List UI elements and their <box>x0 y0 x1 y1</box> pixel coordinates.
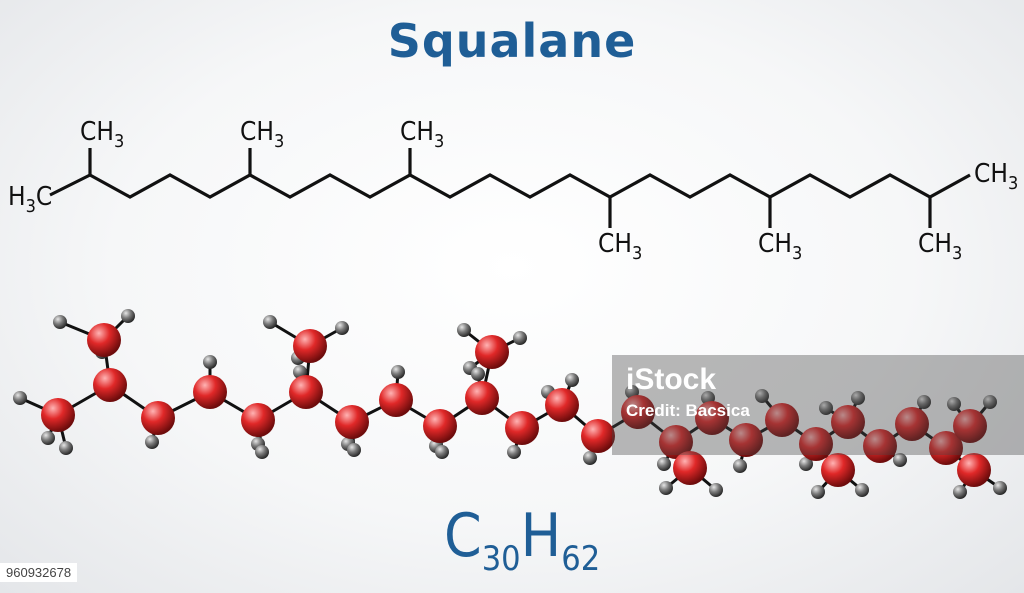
carbon-atom <box>241 403 275 437</box>
hydrogen-atom <box>471 367 485 381</box>
methyl-label-bottom-2: CH3 <box>758 229 802 264</box>
hydrogen-atom <box>851 391 865 405</box>
hydrogen-atom <box>565 373 579 387</box>
watermark-credit: Credit: Bacsica <box>626 401 750 420</box>
hydrogen-atom <box>709 483 723 497</box>
carbon-atom <box>293 329 327 363</box>
hydrogen-atom <box>983 395 997 409</box>
carbon-atom <box>929 431 963 465</box>
methyl-label-bottom-1: CH3 <box>598 229 642 264</box>
page-title: Squalane <box>387 14 637 68</box>
hydrogen-atom <box>203 355 217 369</box>
methyl-label-top-3: CH3 <box>400 117 444 152</box>
carbon-atom <box>695 401 729 435</box>
hydrogen-atom <box>507 445 521 459</box>
hydrogen-atom <box>391 365 405 379</box>
carbon-atom <box>193 375 227 409</box>
hydrogen-atom <box>811 485 825 499</box>
carbon-atom <box>581 419 615 453</box>
carbon-atom <box>821 453 855 487</box>
methyl-label-top-2: CH3 <box>240 117 284 152</box>
hydrogen-atom <box>335 321 349 335</box>
carbon-atom <box>465 381 499 415</box>
methyl-subscript: 3 <box>26 196 36 217</box>
methyl-subscript: 3 <box>632 243 642 264</box>
carbon-atom <box>895 407 929 441</box>
methyl-subscript: 3 <box>1008 173 1018 194</box>
carbon-atom <box>505 411 539 445</box>
methyl-label-left-terminal: H3C <box>8 182 52 217</box>
hydrogen-atom <box>435 445 449 459</box>
carbon-atom <box>673 451 707 485</box>
hydrogen-atom <box>59 441 73 455</box>
formula-count-carbon: 30 <box>482 539 521 579</box>
formula-count-hydrogen: 62 <box>561 539 600 579</box>
carbon-atom <box>289 375 323 409</box>
methyl-subscript: 3 <box>114 131 124 152</box>
hydrogen-atom <box>347 443 361 457</box>
molecular-formula: C30H62 <box>444 501 600 579</box>
hydrogen-atom <box>13 391 27 405</box>
hydrogen-atom <box>993 481 1007 495</box>
carbon-atom <box>799 427 833 461</box>
carbon-backbone-bonds <box>49 173 971 199</box>
ball-and-stick-model <box>13 309 1007 499</box>
hydrogen-atom <box>917 395 931 409</box>
carbon-atom <box>41 398 75 432</box>
watermark-logo: iStock <box>626 363 717 396</box>
watermark-overlay: iStock Credit: Bacsica <box>612 355 1024 455</box>
carbon-atom <box>659 425 693 459</box>
hydrogen-atom <box>855 483 869 497</box>
formula-element-carbon: C <box>444 501 482 571</box>
hydrogen-atom <box>755 389 769 403</box>
methyl-subscript: 3 <box>274 131 284 152</box>
carbon-atom <box>87 323 121 357</box>
hydrogen-atom <box>657 457 671 471</box>
methyl-label-bottom-3: CH3 <box>918 229 962 264</box>
hydrogen-atom <box>263 315 277 329</box>
carbon-atom <box>335 405 369 439</box>
carbon-atom <box>831 405 865 439</box>
hydrogen-atom <box>583 451 597 465</box>
hydrogen-atom <box>145 435 159 449</box>
stock-id-label: 960932678 <box>0 563 78 582</box>
methyl-label-top-1: CH3 <box>80 117 124 152</box>
hydrogen-atom <box>659 481 673 495</box>
carbon-atom <box>423 409 457 443</box>
carbon-atom <box>863 429 897 463</box>
methyl-subscript: 3 <box>434 131 444 152</box>
hydrogen-atom <box>121 309 135 323</box>
hydrogen-atom <box>41 431 55 445</box>
hydrogen-atom <box>799 457 813 471</box>
carbon-atom <box>729 423 763 457</box>
hydrogen-atom <box>255 445 269 459</box>
carbon-atom <box>765 403 799 437</box>
carbon-atom <box>379 383 413 417</box>
hydrogen-atom <box>733 459 747 473</box>
hydrogen-atom <box>893 453 907 467</box>
carbon-atom <box>953 409 987 443</box>
carbon-atom <box>957 453 991 487</box>
carbon-atom <box>141 401 175 435</box>
carbon-atom <box>93 368 127 402</box>
skeletal-structure: CH3 CH3 CH3 CH3 CH3 CH3 H3C CH3 <box>8 117 1018 264</box>
carbon-atom <box>621 395 655 429</box>
hydrogen-atom <box>819 401 833 415</box>
carbon-atom <box>545 388 579 422</box>
hydrogen-atom <box>53 315 67 329</box>
methyl-subscript: 3 <box>792 243 802 264</box>
hydrogen-atom <box>947 397 961 411</box>
methyl-label-right-terminal: CH3 <box>974 159 1018 194</box>
hydrogen-atom <box>513 331 527 345</box>
methyl-subscript: 3 <box>952 243 962 264</box>
carbon-atom <box>475 335 509 369</box>
hydrogen-atom <box>953 485 967 499</box>
hydrogen-atom <box>457 323 471 337</box>
formula-element-hydrogen: H <box>521 501 562 571</box>
